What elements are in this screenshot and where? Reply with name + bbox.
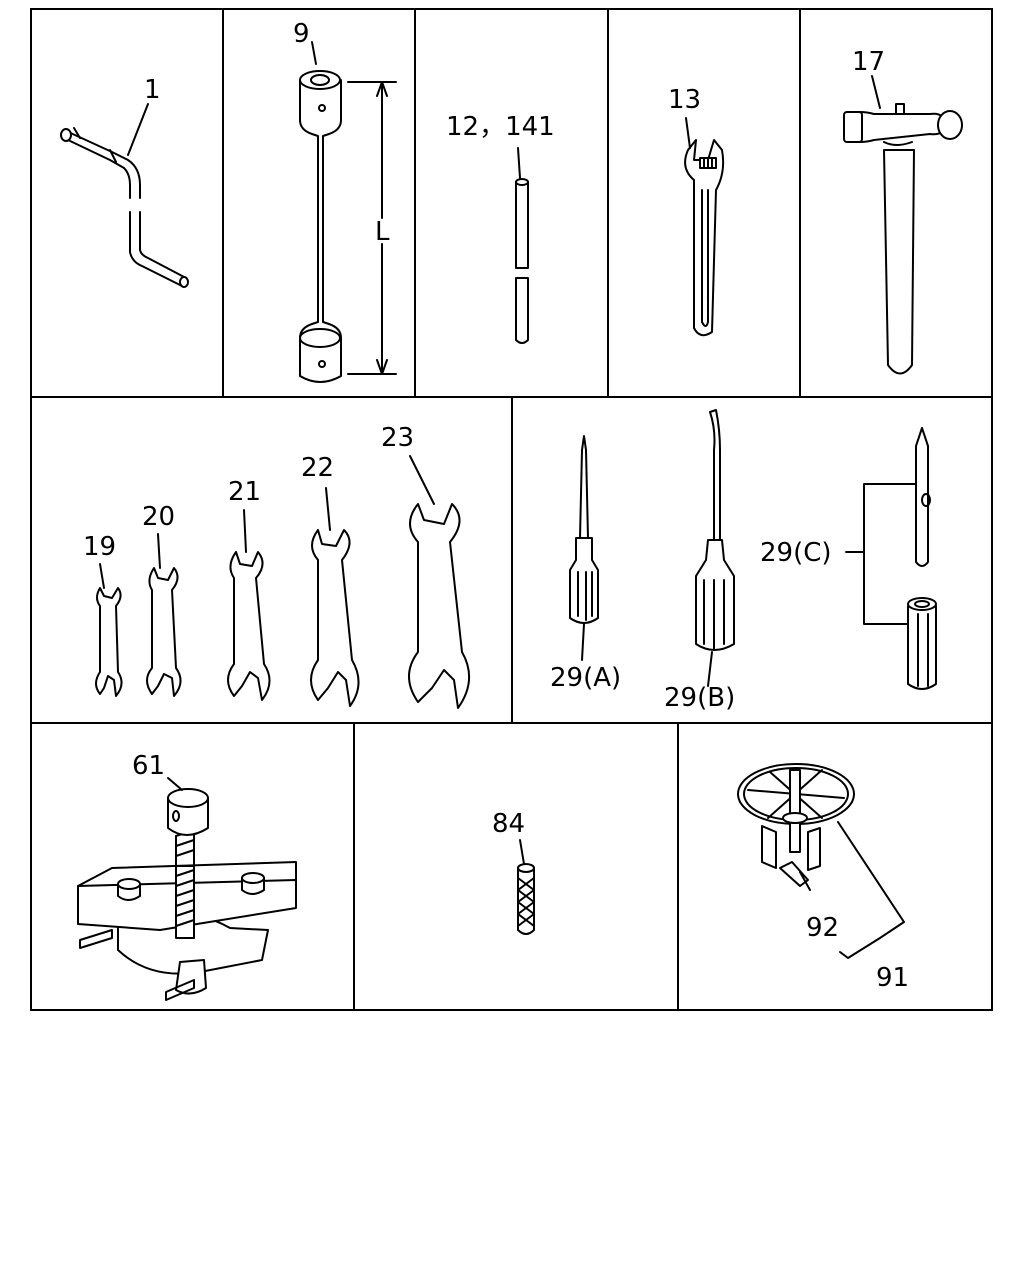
tool-29c-screwdriver-set [845,427,937,690]
tool-20-wrench [146,533,182,697]
label-tool-19: 19 [83,532,116,562]
diagram-grid [30,8,993,1011]
label-tool-91: 91 [876,963,909,993]
label-tool-61: 61 [132,751,165,781]
label-tool-29b: 29(B) [664,683,735,713]
tool-84-knurled-pin [517,839,535,935]
label-dimension-L: L [375,217,390,247]
label-tool-92: 92 [806,913,839,943]
tool-29a-screwdriver [569,435,599,661]
label-tool-22: 22 [301,453,334,483]
label-tool-23: 23 [381,423,414,453]
label-tool-20: 20 [142,502,175,532]
tool-12-141-pin [515,147,529,344]
tool-29b-screwdriver [695,409,735,687]
label-tool-17: 17 [852,47,885,77]
label-tool-1: 1 [144,75,161,105]
tool-13-adjustable-wrench [684,117,725,337]
label-tool-21: 21 [228,477,261,507]
tool-91-tire-carrier [737,763,905,959]
part-labels: 1 9 L 12，141 13 17 19 20 21 22 23 29(A) … [83,19,909,993]
tool-23-wrench [408,455,470,709]
tool-61-puller [77,777,297,1001]
label-tool-29a: 29(A) [550,663,621,693]
tool-17-hammer [843,75,963,375]
tool-1-crank-handle [60,103,189,288]
tool-22-wrench [310,487,360,707]
label-tool-84: 84 [492,809,525,839]
label-tool-9: 9 [293,19,310,49]
tool-19-wrench [95,563,123,697]
label-tool-12-141: 12，141 [446,112,555,142]
label-tool-29c: 29(C) [760,538,832,568]
label-tool-13: 13 [668,85,701,115]
tool-9-box-wrench [299,41,397,383]
tool-21-wrench [227,509,271,701]
